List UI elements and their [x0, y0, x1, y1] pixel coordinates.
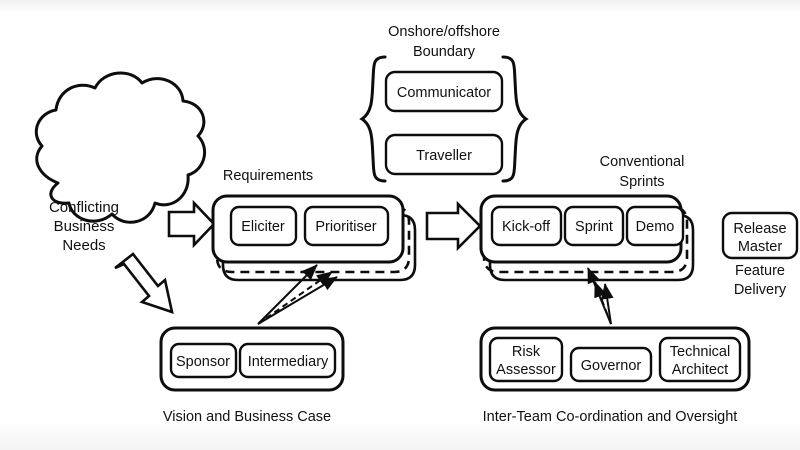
feature-delivery-caption-line1: Feature	[735, 263, 785, 279]
requirements-role-prioritiser[interactable]: Prioritiser	[303, 205, 390, 247]
sprints-role-demo[interactable]: Demo	[625, 205, 685, 247]
oversight-role-governor-label: Governor	[581, 358, 642, 374]
oversight-role-risk-assessor[interactable]: Risk Assessor	[488, 336, 564, 383]
vision-role-intermediary[interactable]: Intermediary	[238, 342, 337, 379]
vision-group: Sponsor Intermediary	[159, 326, 345, 392]
cloud-conflicting-business-needs: Conflicting Business Needs	[34, 71, 207, 254]
oversight-group: Risk Assessor Governor Technical Archite…	[479, 326, 751, 392]
oversight-caption: Inter-Team Co-ordination and Oversight	[483, 409, 738, 425]
boundary-role-traveller[interactable]: Traveller	[384, 133, 504, 176]
sprints-role-kickoff[interactable]: Kick-off	[490, 205, 563, 247]
boundary-brace-right	[501, 55, 529, 183]
requirements-role-eliciter[interactable]: Eliciter	[229, 205, 298, 247]
oversight-role-technical-architect-label-line1: Technical	[670, 344, 730, 360]
vision-role-sponsor-label: Sponsor	[176, 354, 230, 370]
boundary-role-communicator-label: Communicator	[397, 85, 491, 101]
sprints-group: Kick-off Sprint Demo	[479, 194, 685, 264]
oversight-role-risk-assessor-label-line2: Assessor	[496, 362, 556, 378]
sprints-label-line1: Conventional	[600, 154, 685, 170]
oversight-role-technical-architect[interactable]: Technical Architect	[658, 336, 742, 383]
arrow-cloud-to-requirements	[167, 199, 216, 249]
arrow-cloud-to-vision	[114, 252, 174, 314]
release-master-label-line1: Release	[733, 221, 786, 237]
sprints-role-sprint[interactable]: Sprint	[563, 205, 625, 247]
release-master-label-line2: Master	[738, 239, 782, 255]
cloud-label-line1: Conflicting	[49, 199, 119, 216]
boundary-label-line1: Onshore/offshore	[388, 24, 500, 40]
vision-caption: Vision and Business Case	[163, 409, 331, 425]
vision-role-intermediary-label: Intermediary	[248, 354, 329, 370]
boundary-label-line2: Boundary	[413, 44, 476, 60]
sprints-role-kickoff-label: Kick-off	[502, 219, 551, 235]
oversight-role-risk-assessor-label-line1: Risk	[512, 344, 541, 360]
arrows-oversight-to-sprints	[587, 267, 614, 325]
arrow-requirements-to-sprints	[425, 200, 482, 252]
sprints-role-demo-label: Demo	[636, 219, 675, 235]
requirements-group: Eliciter Prioritiser	[211, 194, 405, 264]
requirements-label: Requirements	[223, 168, 313, 184]
cloud-label-line3: Needs	[62, 237, 105, 254]
oversight-role-governor[interactable]: Governor	[569, 346, 653, 383]
arrows-vision-to-requirements	[257, 264, 338, 325]
boundary-role-communicator[interactable]: Communicator	[384, 70, 504, 113]
cloud-label-line2: Business	[54, 218, 115, 235]
requirements-role-prioritiser-label: Prioritiser	[315, 219, 376, 235]
sprints-role-sprint-label: Sprint	[575, 219, 613, 235]
boundary-role-traveller-label: Traveller	[416, 148, 472, 164]
vision-role-sponsor[interactable]: Sponsor	[169, 342, 238, 379]
oversight-role-technical-architect-label-line2: Architect	[672, 362, 728, 378]
requirements-role-eliciter-label: Eliciter	[241, 219, 285, 235]
sprints-label-line2: Sprints	[619, 174, 664, 190]
release-master-group[interactable]: Release Master	[721, 211, 799, 260]
boundary-brace-left	[359, 55, 387, 183]
feature-delivery-caption-line2: Delivery	[734, 282, 787, 298]
